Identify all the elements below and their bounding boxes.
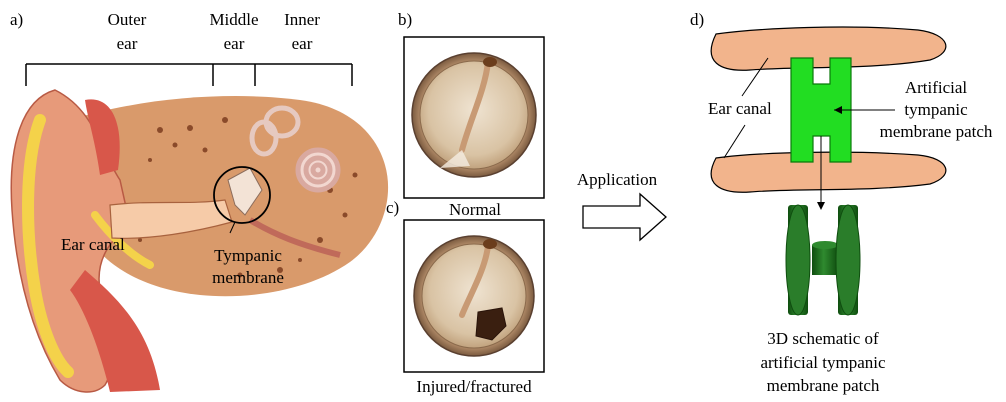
schematic-label-line2: artificial tympanic [760, 353, 885, 373]
ear-anatomy-illustration [11, 64, 388, 392]
tympanic-label-line2: membrane [212, 268, 284, 288]
panel-a-letter: a) [10, 10, 23, 30]
canal-wall-bottom [711, 152, 946, 192]
application-label: Application [577, 170, 657, 190]
patch-label-line2: tympanic [904, 100, 967, 120]
application-arrow [583, 194, 666, 240]
tympanic-label-line1: Tympanic [214, 246, 282, 266]
inner-ear-label-line1: Inner [284, 10, 320, 30]
region-bracket [26, 64, 352, 86]
panel-b-letter: b) [398, 10, 412, 30]
normal-eardrum [404, 37, 544, 198]
middle-ear-label-line1: Middle [209, 10, 258, 30]
injured-eardrum [404, 220, 544, 372]
injured-caption: Injured/fractured [416, 377, 531, 397]
middle-ear-label-line2: ear [224, 34, 245, 54]
patch-label-line1: Artificial [905, 78, 967, 98]
canal-label-d: Ear canal [708, 99, 772, 119]
inner-ear-label-line2: ear [292, 34, 313, 54]
ear-canal-label: Ear canal [61, 235, 125, 255]
outer-ear-label-line2: ear [117, 34, 138, 54]
schematic-label-line3: membrane patch [767, 376, 880, 396]
ear-canal-pointer-bottom [724, 125, 745, 158]
panel-d-letter: d) [690, 10, 704, 30]
outer-ear-label-line1: Outer [108, 10, 147, 30]
schematic-label-line1: 3D schematic of [767, 329, 878, 349]
canal-wall-top [711, 27, 946, 70]
panel-c-letter: c) [386, 198, 399, 218]
cochlea [298, 150, 338, 190]
normal-caption: Normal [449, 200, 501, 220]
patch-label-line3: membrane patch [880, 122, 993, 142]
patch-3d-schematic [786, 205, 860, 315]
